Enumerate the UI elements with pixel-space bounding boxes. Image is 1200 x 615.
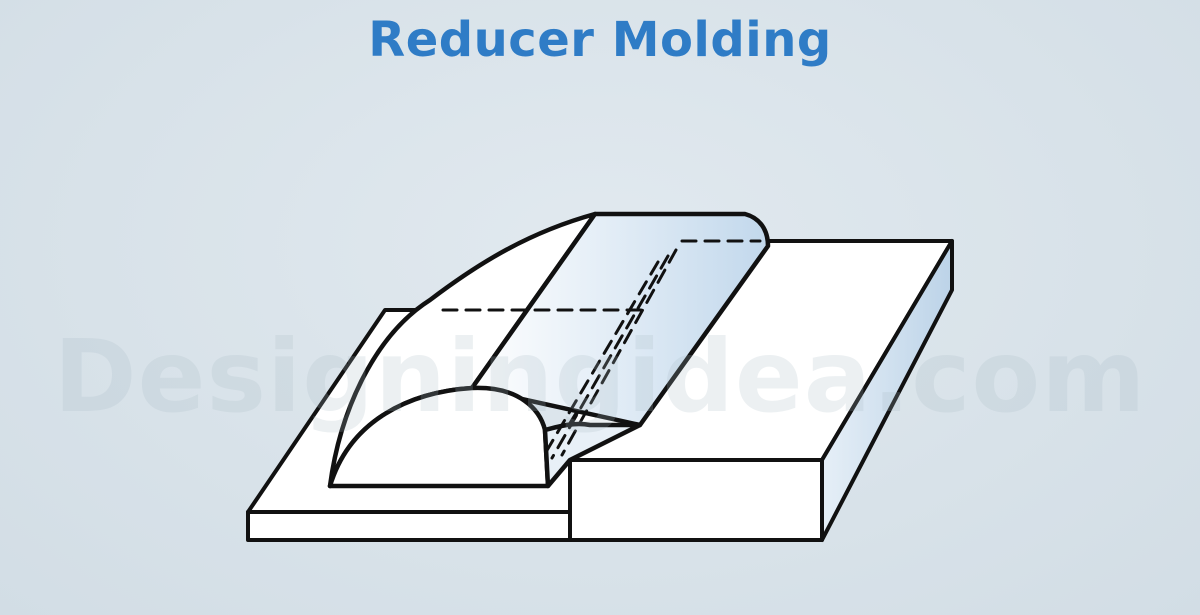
molding-front-nose [327, 385, 551, 489]
watermark: Designingidea.com [53, 318, 1147, 435]
hidden-edges [441, 239, 762, 460]
page-title: Reducer Molding [368, 12, 832, 68]
thick-floor-front [568, 458, 824, 542]
thin-floor-front [246, 510, 572, 542]
molding-top-band [469, 211, 771, 428]
